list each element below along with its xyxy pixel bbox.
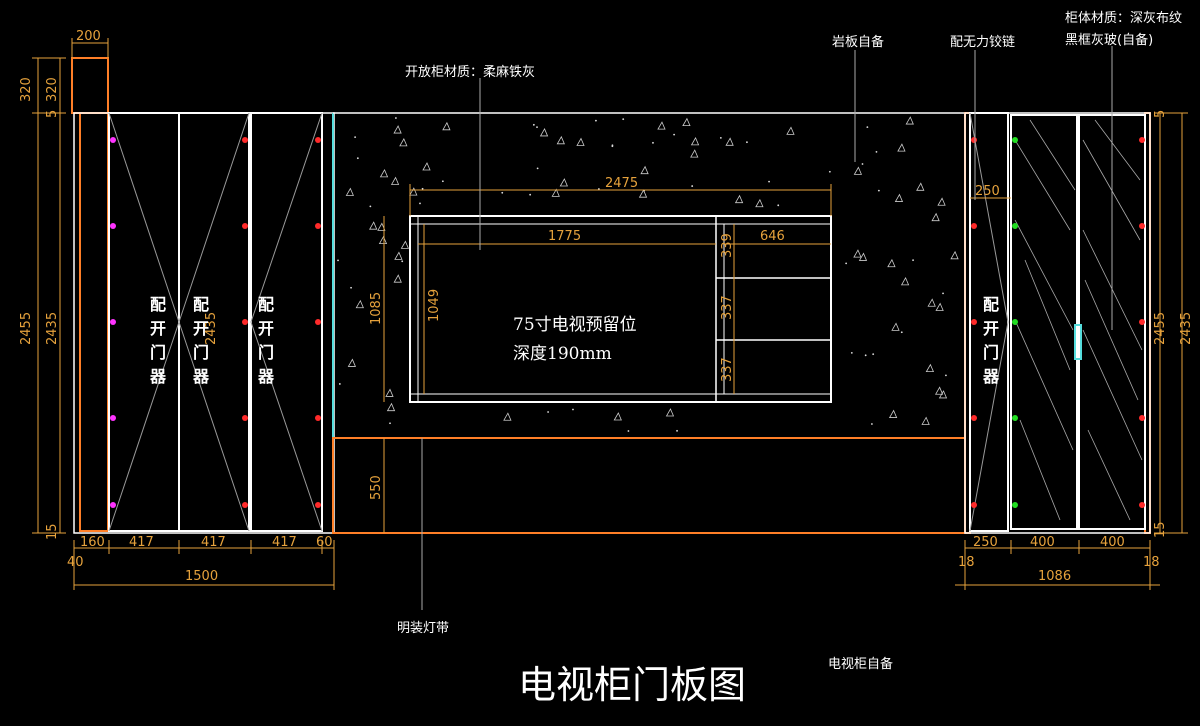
svg-text:门: 门 — [258, 343, 274, 362]
left-doors — [108, 112, 323, 532]
door-2-swing — [178, 112, 250, 532]
dim-1049: 1049 — [427, 289, 442, 322]
dim-right-2435: 2435 — [1179, 312, 1194, 345]
tv-reserve-line-1: 75寸电视预留位 — [513, 315, 637, 335]
dim-right-2455: 2455 — [1153, 312, 1168, 345]
svg-text:开: 开 — [258, 319, 274, 338]
dim-339: 339 — [720, 233, 735, 258]
svg-text:门: 门 — [193, 343, 209, 362]
door-1-swing — [108, 112, 180, 532]
svg-text:器: 器 — [257, 367, 275, 386]
note-open-cabinet-material: 开放柜材质：柔麻铁灰 — [405, 65, 535, 80]
tv-reserve-line-2: 深度190mm — [513, 344, 612, 364]
note-cabinet-material-2: 黑框灰玻(自备) — [1065, 32, 1153, 48]
dim-417a: 417 — [129, 535, 154, 550]
dimension-labels: 200 320 320 5 2455 2435 15 160 40 417 41… — [19, 29, 1194, 584]
svg-text:门: 门 — [150, 343, 166, 362]
svg-text:配: 配 — [983, 295, 999, 314]
dim-right-15: 15 — [1153, 521, 1168, 538]
stone-speckle-pattern — [337, 116, 959, 432]
svg-text:器: 器 — [149, 367, 167, 386]
dim-left-15: 15 — [45, 523, 60, 540]
annotations: 开放柜材质：柔麻铁灰 岩板自备 配无力铰链 柜体材质：深灰布纹 黑框灰玻(自备)… — [397, 11, 1182, 707]
note-stone-slab: 岩板自备 — [832, 34, 884, 50]
dim-door-2435: 2435 — [204, 312, 219, 345]
dim-2435: 2435 — [45, 312, 60, 345]
door-label-2: 配 开 门 器 — [192, 295, 210, 386]
door-3-swing — [250, 112, 323, 532]
door-labels: 配 开 门 器 配 开 门 器 配 开 门 器 配 开 门 器 — [149, 295, 1000, 386]
dim-400a: 400 — [1030, 535, 1055, 550]
dim-right-250-bottom: 250 — [973, 535, 998, 550]
tv-base-cabinet — [332, 437, 966, 534]
note-hinge: 配无力铰链 — [950, 35, 1015, 50]
svg-text:配: 配 — [150, 295, 166, 314]
dim-40: 40 — [67, 555, 84, 570]
dim-646: 646 — [760, 229, 785, 244]
dim-320b: 320 — [45, 77, 60, 102]
dim-400b: 400 — [1100, 535, 1125, 550]
dim-1086: 1086 — [1038, 569, 1071, 584]
dim-417c: 417 — [272, 535, 297, 550]
door-label-3: 配 开 门 器 — [257, 295, 275, 386]
dim-337a: 337 — [720, 295, 735, 320]
dim-18b: 18 — [1143, 555, 1160, 570]
dim-60: 60 — [316, 535, 333, 550]
dim-200: 200 — [76, 29, 101, 44]
dim-18a: 18 — [958, 555, 975, 570]
svg-text:开: 开 — [983, 319, 999, 338]
dim-right-5: 5 — [1153, 110, 1168, 118]
left-top-box — [71, 57, 109, 114]
svg-text:开: 开 — [193, 319, 209, 338]
door-handle — [1074, 324, 1082, 360]
dim-right-250-top: 250 — [975, 184, 1000, 199]
dim-320a: 320 — [19, 77, 34, 102]
door-label-1: 配 开 门 器 — [149, 295, 167, 386]
dim-1775: 1775 — [548, 229, 581, 244]
note-cabinet-material-1: 柜体材质：深灰布纹 — [1065, 11, 1182, 26]
leader-lines — [421, 46, 1113, 610]
right-cabinet — [964, 112, 1151, 534]
door-label-right: 配 开 门 器 — [982, 295, 1000, 386]
dim-417b: 417 — [201, 535, 226, 550]
left-side-panel — [79, 112, 109, 532]
svg-text:配: 配 — [193, 295, 209, 314]
right-cabinet-outline — [964, 112, 1151, 534]
dim-337b: 337 — [720, 357, 735, 382]
svg-text:门: 门 — [983, 343, 999, 362]
left-hinges — [110, 137, 321, 508]
door-1 — [108, 112, 180, 532]
note-led-strip: 明装灯带 — [397, 621, 449, 636]
dim-1085: 1085 — [369, 292, 384, 325]
dim-1500: 1500 — [185, 569, 218, 584]
dim-left-5: 5 — [45, 110, 60, 118]
dim-2475: 2475 — [605, 176, 638, 191]
svg-text:开: 开 — [150, 319, 166, 338]
note-tv-cabinet-self: 电视柜自备 — [828, 656, 893, 672]
dim-550: 550 — [369, 475, 384, 500]
svg-text:器: 器 — [982, 367, 1000, 386]
dim-160: 160 — [80, 535, 105, 550]
drawing-title: 电视柜门板图 — [518, 663, 746, 707]
svg-text:配: 配 — [258, 295, 274, 314]
svg-text:器: 器 — [192, 367, 210, 386]
dim-2455: 2455 — [19, 312, 34, 345]
glass-door-1 — [1010, 114, 1078, 530]
